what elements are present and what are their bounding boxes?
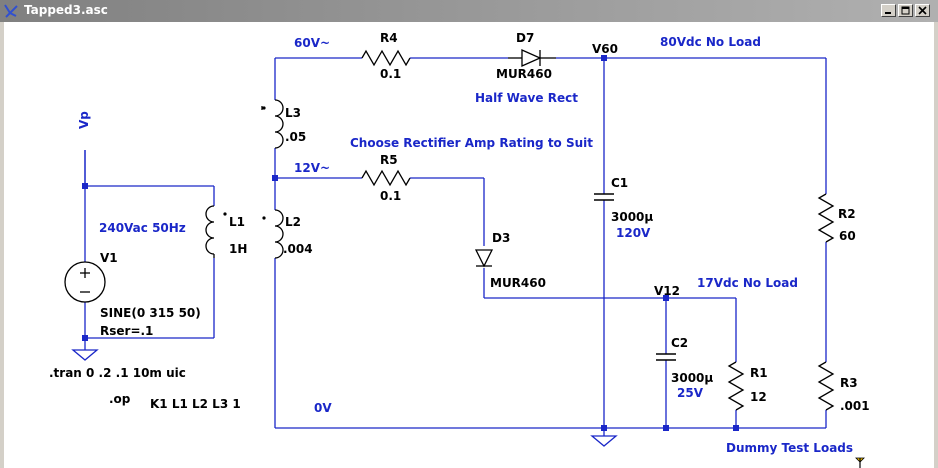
c1-rating: 120V: [616, 226, 651, 240]
coupling-directive[interactable]: K1 L1 L2 L3 1: [150, 397, 241, 411]
half-wave-label: Half Wave Rect: [475, 91, 578, 105]
inductor-l2[interactable]: [274, 209, 284, 259]
l1-name: L1: [229, 215, 245, 229]
dummy-loads-label: Dummy Test Loads: [726, 441, 854, 455]
r2-value: 60: [839, 229, 856, 243]
ac12-label: 12V~: [294, 161, 331, 175]
vdc17-label: 17Vdc No Load: [697, 276, 798, 290]
r1-value: 12: [750, 390, 767, 404]
r4-name: R4: [380, 31, 398, 45]
ground-icon: [71, 348, 99, 361]
resistor-r5[interactable]: [361, 169, 411, 187]
choose-rectifier-label: Choose Rectifier Amp Rating to Suit: [350, 136, 594, 150]
resistor-r2[interactable]: [817, 193, 835, 243]
restore-button[interactable]: [898, 4, 913, 17]
junction-nodes: [82, 55, 739, 431]
r5-name: R5: [380, 153, 398, 167]
restore-icon: [901, 6, 910, 15]
voltage-source-v1[interactable]: [64, 261, 106, 303]
close-button[interactable]: [915, 4, 930, 17]
v12-net-label: V12: [654, 284, 680, 298]
r2-name: R2: [838, 207, 856, 221]
v60-net-label: V60: [592, 42, 618, 56]
ground-icon: [590, 435, 618, 447]
r4-value: 0.1: [380, 67, 402, 81]
d3-value: MUR460: [490, 276, 546, 290]
capacitor-c2[interactable]: [656, 353, 676, 361]
minimize-icon: [885, 12, 891, 14]
resistor-r4[interactable]: [361, 49, 411, 67]
v1-value1: SINE(0 315 50): [100, 306, 201, 320]
ltspice-app-icon: [4, 4, 18, 18]
ac60-label: 60V~: [294, 36, 331, 50]
r3-name: R3: [840, 376, 858, 390]
d7-name: D7: [516, 31, 535, 45]
d7-value: MUR460: [496, 67, 552, 81]
diode-d7[interactable]: [508, 48, 556, 68]
schematic-canvas[interactable]: R4 0.1 D7 MUR460 V60 60V~ 80Vdc No Load …: [4, 22, 934, 468]
title-bar[interactable]: Tapped3.asc: [0, 0, 938, 22]
minimize-button[interactable]: [881, 4, 896, 17]
l1-polarity-dot: [223, 212, 227, 216]
zero-volt-label: 0V: [314, 401, 332, 415]
close-icon: [918, 6, 927, 15]
l2-name: L2: [285, 215, 301, 229]
v1-name: V1: [100, 251, 118, 265]
tran-directive[interactable]: .tran 0 .2 .1 10m uic: [49, 366, 186, 380]
op-directive[interactable]: .op: [109, 392, 131, 406]
l2-value: .004: [283, 242, 313, 256]
resistor-r1[interactable]: [727, 361, 745, 411]
c1-value: 3000µ: [611, 210, 654, 224]
c2-name: C2: [671, 336, 689, 350]
r1-name: R1: [750, 366, 768, 380]
schematic-drawing: [64, 48, 865, 468]
l2-polarity-dot: [262, 216, 266, 220]
c1-name: C1: [611, 176, 629, 190]
window-title: Tapped3.asc: [24, 3, 108, 17]
vp-net-label: Vp: [77, 111, 91, 129]
l3-value: .05: [285, 130, 307, 144]
vac240-label: 240Vac 50Hz: [99, 221, 186, 235]
capacitor-c1[interactable]: [594, 193, 614, 201]
r5-value: 0.1: [380, 189, 402, 203]
d3-name: D3: [492, 231, 511, 245]
wires: [84, 57, 827, 436]
inductor-l3[interactable]: [261, 99, 284, 149]
c2-value: 3000µ: [671, 371, 714, 385]
cursor-icon: [855, 457, 865, 468]
diode-d3[interactable]: [474, 249, 494, 268]
v1-value2: Rser=.1: [100, 324, 154, 338]
l1-value: 1H: [229, 242, 248, 256]
inductor-l1[interactable]: [205, 205, 215, 258]
vdc80-label: 80Vdc No Load: [660, 35, 761, 49]
l3-polarity-dot: [262, 106, 266, 110]
resistor-r3[interactable]: [817, 361, 835, 411]
r3-value: .001: [840, 399, 870, 413]
l3-name: L3: [285, 106, 301, 120]
c2-rating: 25V: [677, 386, 703, 400]
